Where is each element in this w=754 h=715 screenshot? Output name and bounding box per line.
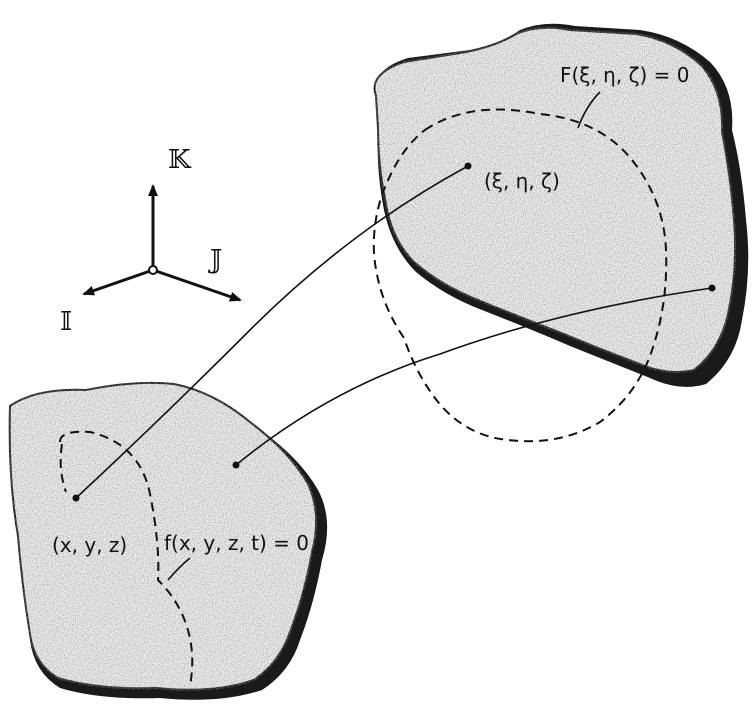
axis-j-label: 𝕁: [208, 245, 222, 275]
lower-body: [8, 381, 328, 700]
lower-surface-leader: [167, 557, 191, 581]
point-lower-label: (x, y, z): [52, 533, 127, 557]
axes-triad: [82, 184, 242, 302]
upper-body-face: [373, 26, 737, 373]
point-upper-left: [464, 162, 472, 170]
connector-upper-to-lower-2: [235, 287, 713, 466]
point-lower-right: [232, 461, 240, 469]
axis-j-arrow: [152, 268, 242, 302]
lower-body-face: [8, 381, 318, 691]
axes-origin: [148, 265, 158, 275]
upper-surface-curve: [372, 108, 668, 443]
upper-surface-label: F(ξ, η, ζ) = 0: [560, 63, 689, 87]
connector-upper-to-lower-1: [75, 165, 469, 499]
axis-i-arrow: [82, 268, 154, 296]
lower-surface-curve-left: [59, 443, 67, 493]
axis-k-label: 𝕂: [168, 145, 192, 175]
upper-body: [373, 23, 749, 387]
lower-surface-curve: [59, 430, 194, 687]
upper-surface-leader: [577, 91, 601, 129]
axis-i-label: 𝕀: [60, 307, 72, 337]
point-upper-label: (ξ, η, ζ): [484, 169, 560, 193]
point-lower-left: [72, 494, 80, 502]
lower-surface-label: f(x, y, z, t) = 0: [164, 531, 309, 555]
point-upper-right: [708, 284, 716, 292]
